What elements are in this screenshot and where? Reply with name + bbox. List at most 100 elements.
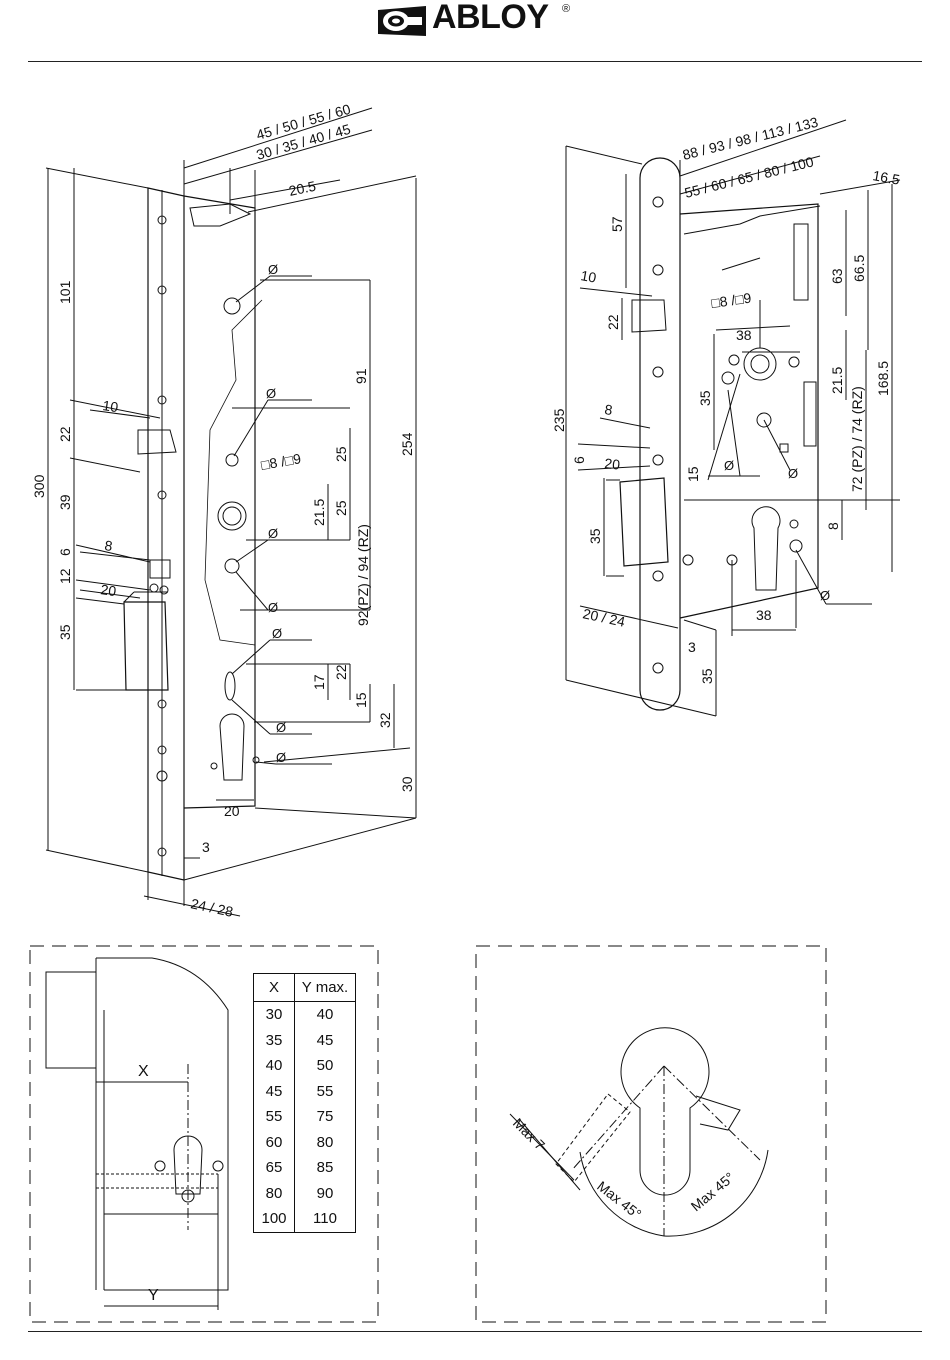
table-row: 65 85 <box>253 1155 356 1181</box>
diameter-symbol: Ø <box>276 750 286 765</box>
max-45-right-label: Max 45° <box>688 1169 738 1214</box>
dim-label: 22 <box>57 426 73 442</box>
dim-label: 20 / 24 <box>581 605 626 630</box>
angle-diagram <box>475 945 827 1323</box>
table-row: 100 110 <box>253 1206 356 1232</box>
dim-label: 21.5 <box>829 367 845 394</box>
dim-label: 3 <box>202 839 210 855</box>
dim-label: □8 /□9 <box>260 450 303 473</box>
diameter-symbol: Ø <box>268 262 278 277</box>
front-view-dims: 45 / 50 / 55 / 60 30 / 35 / 40 / 45 20.5… <box>31 101 415 920</box>
dim-label: 20 <box>224 803 240 819</box>
dim-label: 24 / 28 <box>189 895 234 920</box>
table-row: 40 50 <box>253 1053 356 1079</box>
diameter-symbol: Ø <box>276 720 286 735</box>
diameter-symbol: Ø <box>272 626 282 641</box>
dim-label: 38 <box>736 327 752 343</box>
dim-label: 12 <box>57 568 73 584</box>
dim-label: 35 <box>699 668 715 684</box>
header-y-max: Y max. <box>294 973 356 1002</box>
cell-x: 80 <box>253 1180 295 1206</box>
dim-label: 15 <box>685 466 701 482</box>
dim-label: 20 <box>604 455 621 473</box>
key-logo-icon <box>378 6 426 36</box>
diameter-symbol: Ø <box>820 588 830 603</box>
cell-x: 65 <box>253 1155 295 1181</box>
dim-label: 35 <box>57 624 73 640</box>
dim-label: 300 <box>31 474 47 498</box>
dim-label: 10 <box>102 397 120 415</box>
dim-label: 30 <box>399 776 415 792</box>
dim-label: 8 <box>825 522 841 530</box>
dim-label: 22 <box>333 664 349 680</box>
side-view-lock <box>565 119 901 717</box>
dim-label: 10 <box>579 267 597 285</box>
dim-label: 16.5 <box>871 167 901 188</box>
dim-label: 91 <box>353 368 369 384</box>
dim-label: 55 / 60 / 65 / 80 / 100 <box>683 153 815 201</box>
front-view-lock <box>45 107 417 917</box>
dim-label: 39 <box>57 494 73 510</box>
dim-label: 72 (PZ) / 74 (RZ) <box>849 386 865 492</box>
abloy-logo <box>376 4 576 40</box>
max-45-left-label: Max 45° <box>594 1178 644 1222</box>
cell-x: 40 <box>253 1053 295 1079</box>
dim-label: 38 <box>756 607 772 623</box>
dim-label: 235 <box>551 408 567 432</box>
cell-x: 55 <box>253 1104 295 1130</box>
dim-label: 66.5 <box>851 255 867 282</box>
diameter-symbol: Ø <box>268 600 278 615</box>
dim-label: 168.5 <box>875 361 891 396</box>
cell-y: 75 <box>316 1108 334 1126</box>
cell-y: 50 <box>316 1057 334 1075</box>
diameter-symbol: Ø <box>268 526 278 541</box>
cell-y: 90 <box>316 1184 334 1202</box>
header-x: X <box>253 973 295 1002</box>
dim-label: 25 <box>333 500 349 516</box>
table-row: 55 75 <box>253 1104 356 1130</box>
cell-y: 45 <box>316 1031 334 1049</box>
dim-label: 21.5 <box>311 499 327 526</box>
cell-x: 35 <box>253 1027 295 1053</box>
table-row: 80 90 <box>253 1180 356 1206</box>
dim-label: 32 <box>377 712 393 728</box>
dim-label: 92(PZ) / 94 (RZ) <box>355 524 371 626</box>
dim-label: 63 <box>829 268 845 284</box>
brand-name: ABLOY <box>432 0 549 36</box>
dim-label: □8 /□9 <box>710 289 752 310</box>
dim-label: 101 <box>57 280 73 304</box>
footer-divider <box>28 1331 922 1332</box>
dim-label: 17 <box>311 674 327 690</box>
diameter-symbol: Ø <box>788 466 798 481</box>
x-label: X <box>138 1063 149 1080</box>
dim-label: 20.5 <box>287 178 317 199</box>
side-view-dims: 88 / 93 / 98 / 113 / 133 55 / 60 / 65 / … <box>551 114 901 684</box>
y-label: Y <box>148 1287 159 1304</box>
cell-y: 85 <box>316 1159 334 1177</box>
dim-label: 25 <box>333 446 349 462</box>
cell-y: 40 <box>316 1006 334 1024</box>
cell-y: 55 <box>316 1082 334 1100</box>
cell-y: 110 <box>313 1210 337 1228</box>
dim-label: 8 <box>604 401 614 418</box>
diameter-symbol: Ø <box>266 386 276 401</box>
cell-y: 80 <box>316 1133 334 1151</box>
dim-label: 20 <box>100 581 118 599</box>
xy-diagram <box>29 945 379 1323</box>
cell-x: 100 <box>253 1206 295 1232</box>
dim-label: 8 <box>104 537 114 554</box>
dim-label: 6 <box>57 548 73 556</box>
dim-label: 254 <box>399 432 415 456</box>
dim-label: 15 <box>353 692 369 708</box>
dim-label: 35 <box>697 390 713 406</box>
dim-label: 22 <box>605 314 621 330</box>
diameter-symbol: Ø <box>724 458 734 473</box>
registered-mark: ® <box>562 3 571 15</box>
page-header: ABLOY ® <box>0 0 950 62</box>
dim-label: 6 <box>571 456 587 464</box>
